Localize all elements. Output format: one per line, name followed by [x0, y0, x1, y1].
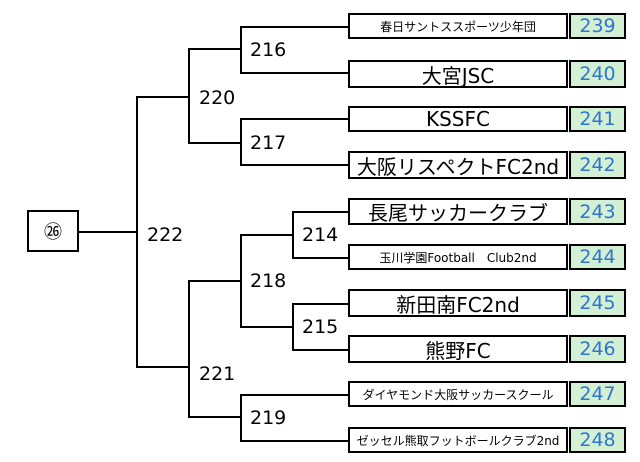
match-number-241: 241 [569, 106, 626, 132]
team-name-247: ダイヤモンド大阪サッカースクール [348, 381, 568, 407]
bracket-line [292, 303, 348, 305]
bracket-line [240, 394, 348, 396]
match-label-222: 222 [147, 224, 184, 246]
match-label-221: 221 [199, 363, 236, 385]
match-number-244: 244 [569, 244, 626, 270]
team-name-245: 新田南FC2nd [348, 289, 568, 317]
match-number-239: 239 [569, 13, 626, 39]
seed-badge: ㉖ [27, 210, 79, 252]
match-label-214: 214 [302, 224, 339, 246]
match-number-245: 245 [569, 289, 626, 317]
match-number-248: 248 [569, 427, 626, 453]
team-name-239: 春日サントススポーツ少年団 [348, 13, 568, 39]
bracket-line [240, 26, 348, 28]
bracket-line [188, 48, 242, 50]
match-label-215: 215 [302, 316, 339, 338]
bracket-line [79, 231, 138, 233]
match-label-217: 217 [250, 132, 287, 154]
match-number-242: 242 [569, 151, 626, 179]
bracket-line [240, 72, 348, 74]
bracket-line [240, 440, 348, 442]
bracket-line [240, 118, 242, 166]
team-name-244: 玉川学園Football Club2nd [348, 244, 568, 270]
bracket-line [188, 142, 242, 144]
bracket-line [240, 234, 294, 236]
match-number-240: 240 [569, 60, 626, 88]
bracket-line [188, 280, 242, 282]
match-label-220: 220 [199, 87, 236, 109]
bracket-line [188, 280, 190, 418]
team-name-240: 大宮JSC [348, 60, 568, 88]
bracket-line [292, 257, 348, 259]
match-number-247: 247 [569, 381, 626, 407]
team-name-242: 大阪リスペクトFC2nd [348, 151, 568, 179]
bracket-line [240, 394, 242, 442]
team-name-241: KSSFC [348, 106, 568, 132]
bracket-line [188, 416, 242, 418]
bracket-line [240, 118, 348, 120]
team-name-246: 熊野FC [348, 335, 568, 363]
bracket-line [136, 96, 190, 98]
bracket-line [292, 211, 294, 259]
team-name-248: ゼッセル熊取フットボールクラブ2nd [348, 427, 568, 453]
bracket-line [292, 303, 294, 351]
bracket-line [292, 349, 348, 351]
bracket-line [292, 211, 348, 213]
bracket-line [240, 234, 242, 328]
bracket-line [240, 164, 348, 166]
bracket-line [136, 366, 190, 368]
match-label-219: 219 [250, 407, 287, 429]
match-label-218: 218 [250, 270, 287, 292]
match-label-216: 216 [250, 39, 287, 61]
bracket-line [240, 26, 242, 74]
match-number-243: 243 [569, 198, 626, 225]
match-number-246: 246 [569, 335, 626, 363]
bracket-line [136, 96, 138, 368]
bracket-line [240, 326, 294, 328]
bracket-line [188, 48, 190, 144]
team-name-243: 長尾サッカークラブ [348, 198, 568, 225]
